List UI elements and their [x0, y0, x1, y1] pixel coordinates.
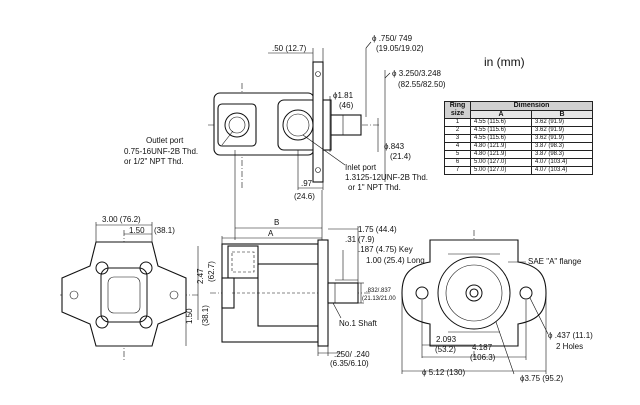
- table-row: 7 5.00 (127.0) 4.07 (103.4): [444, 166, 593, 175]
- front-view: B A 1.75 (44.4) .31 (7.9) .187 (4.75) Ke…: [210, 150, 425, 368]
- dim-097-mm: (24.6): [294, 192, 315, 201]
- table-row: 3 4.55 (115.6) 3.62 (91.9): [444, 134, 593, 143]
- flange-label: SAE "A" flange: [528, 257, 582, 266]
- dim-050: .50 (12.7): [272, 44, 307, 53]
- a-cell: 4.55 (115.6): [470, 126, 532, 135]
- dimension-header: Dimension: [470, 101, 593, 111]
- b-cell: 3.87 (98.3): [531, 150, 593, 159]
- a-cell: 4.80 (121.9): [470, 150, 532, 159]
- outlet-label-1: Outlet port: [146, 136, 184, 145]
- ring-cell: 4: [444, 142, 471, 151]
- dim-phi750-mm: (19.05/19.02): [376, 44, 424, 53]
- dim-300: 3.00 (76.2): [102, 215, 141, 224]
- dim-phi181: ϕ1.81: [333, 91, 354, 100]
- ring-cell: 5: [444, 150, 471, 159]
- dim-437: ϕ .437 (11.1): [548, 331, 593, 340]
- a-cell: 4.80 (121.9): [470, 142, 532, 151]
- dim-381-v: (38.1): [201, 305, 210, 326]
- dim-031-mm: (7.9): [358, 235, 375, 244]
- dim-phi3250-mm: (82.55/82.50): [398, 80, 446, 89]
- dim-250: .250/ .240: [334, 350, 370, 359]
- ring-cell: 3: [444, 134, 471, 143]
- b-cell: 4.07 (103.4): [531, 166, 593, 175]
- dim-627: (62.7): [207, 261, 216, 282]
- table-row: 1 4.55 (115.6) 3.62 (91.9): [444, 118, 593, 127]
- holes-label: 2 Holes: [556, 342, 583, 351]
- b-cell: 4.07 (103.4): [531, 158, 593, 167]
- dim-1063: (106.3): [470, 353, 496, 362]
- shaft-dia-2: (21.13/21.00: [362, 296, 396, 302]
- table-row: 4 4.80 (121.9) 3.87 (98.3): [444, 142, 593, 151]
- table-row: 6 5.00 (127.0) 4.07 (103.4): [444, 158, 593, 167]
- inlet-label-3: or 1" NPT Thd.: [348, 183, 401, 192]
- dim-375: ϕ3.75 (95.2): [520, 374, 564, 383]
- dim-phi750: ϕ .750/ 749: [372, 34, 413, 43]
- key-label-2: 1.00 (25.4) Long: [366, 256, 425, 265]
- dim-4187: 4.187: [472, 343, 493, 352]
- dim-150-v: 1.50: [185, 308, 194, 324]
- dim-097: .97: [301, 179, 313, 188]
- shaft-label: No.1 Shaft: [339, 319, 378, 328]
- dim-phi3250: ϕ 3.250/3.248: [392, 69, 442, 78]
- inlet-label-1: Inlet port: [345, 163, 377, 172]
- dim-phi843-mm: (21.4): [390, 152, 411, 161]
- col-b-header: B: [531, 109, 593, 119]
- a-cell: 5.00 (127.0): [470, 166, 532, 175]
- ring-cell: 2: [444, 126, 471, 135]
- right-view: SAE "A" flange ϕ .437 (11.1) 2 Holes 2.0…: [401, 230, 593, 383]
- b-cell: 3.62 (91.9): [531, 118, 593, 127]
- left-view: 3.00 (76.2) 1.50 (38.1) 2.47 (62.7) 1.50…: [60, 215, 216, 360]
- dim-b: B: [274, 218, 279, 227]
- dim-175: 1.75 (44.4): [358, 225, 397, 234]
- side-view: .50 (12.7) ϕ .750/ 749 (19.05/19.02) ϕ 3…: [124, 34, 446, 201]
- ring-cell: 1: [444, 118, 471, 127]
- dim-phi843: ϕ.843: [384, 142, 405, 151]
- col-a-header: A: [470, 109, 532, 119]
- units-label: in (mm): [484, 55, 525, 69]
- dim-phi181-mm: (46): [339, 101, 354, 110]
- ring-cell: 7: [444, 166, 471, 175]
- inlet-label-2: 1.3125-12UNF-2B Thd.: [345, 173, 428, 182]
- dim-2093: 2.093: [436, 335, 457, 344]
- dimension-table: Ring size Dimension A B 1 4.55 (115.6) 3…: [444, 101, 593, 175]
- a-cell: 5.00 (127.0): [470, 158, 532, 167]
- ring-cell: 6: [444, 158, 471, 167]
- dim-531: (53.2): [435, 345, 456, 354]
- dim-512: ϕ 5.12 (130): [422, 368, 466, 377]
- shaft-dia-1: .832/.837: [366, 288, 392, 294]
- dim-247: 2.47: [196, 268, 205, 284]
- outlet-label-3: or 1/2" NPT Thd.: [124, 157, 183, 166]
- b-cell: 3.87 (98.3): [531, 142, 593, 151]
- dim-250-mm: (6.35/6.10): [330, 359, 369, 368]
- dim-a: A: [268, 229, 274, 238]
- dim-381-top: (38.1): [154, 226, 175, 235]
- a-cell: 4.55 (115.6): [470, 134, 532, 143]
- table-row: 5 4.80 (121.9) 3.87 (98.3): [444, 150, 593, 159]
- a-cell: 4.55 (115.6): [470, 118, 532, 127]
- ring-size-header: Ring size: [444, 101, 471, 119]
- b-cell: 3.62 (91.9): [531, 126, 593, 135]
- key-label-1: .187 (4.75) Key: [358, 245, 413, 254]
- dim-150: 1.50: [129, 226, 145, 235]
- b-cell: 3.62 (91.9): [531, 134, 593, 143]
- dim-031: .31: [345, 235, 357, 244]
- outlet-label-2: 0.75-16UNF-2B Thd.: [124, 147, 198, 156]
- table-row: 2 4.55 (115.6) 3.62 (91.9): [444, 126, 593, 135]
